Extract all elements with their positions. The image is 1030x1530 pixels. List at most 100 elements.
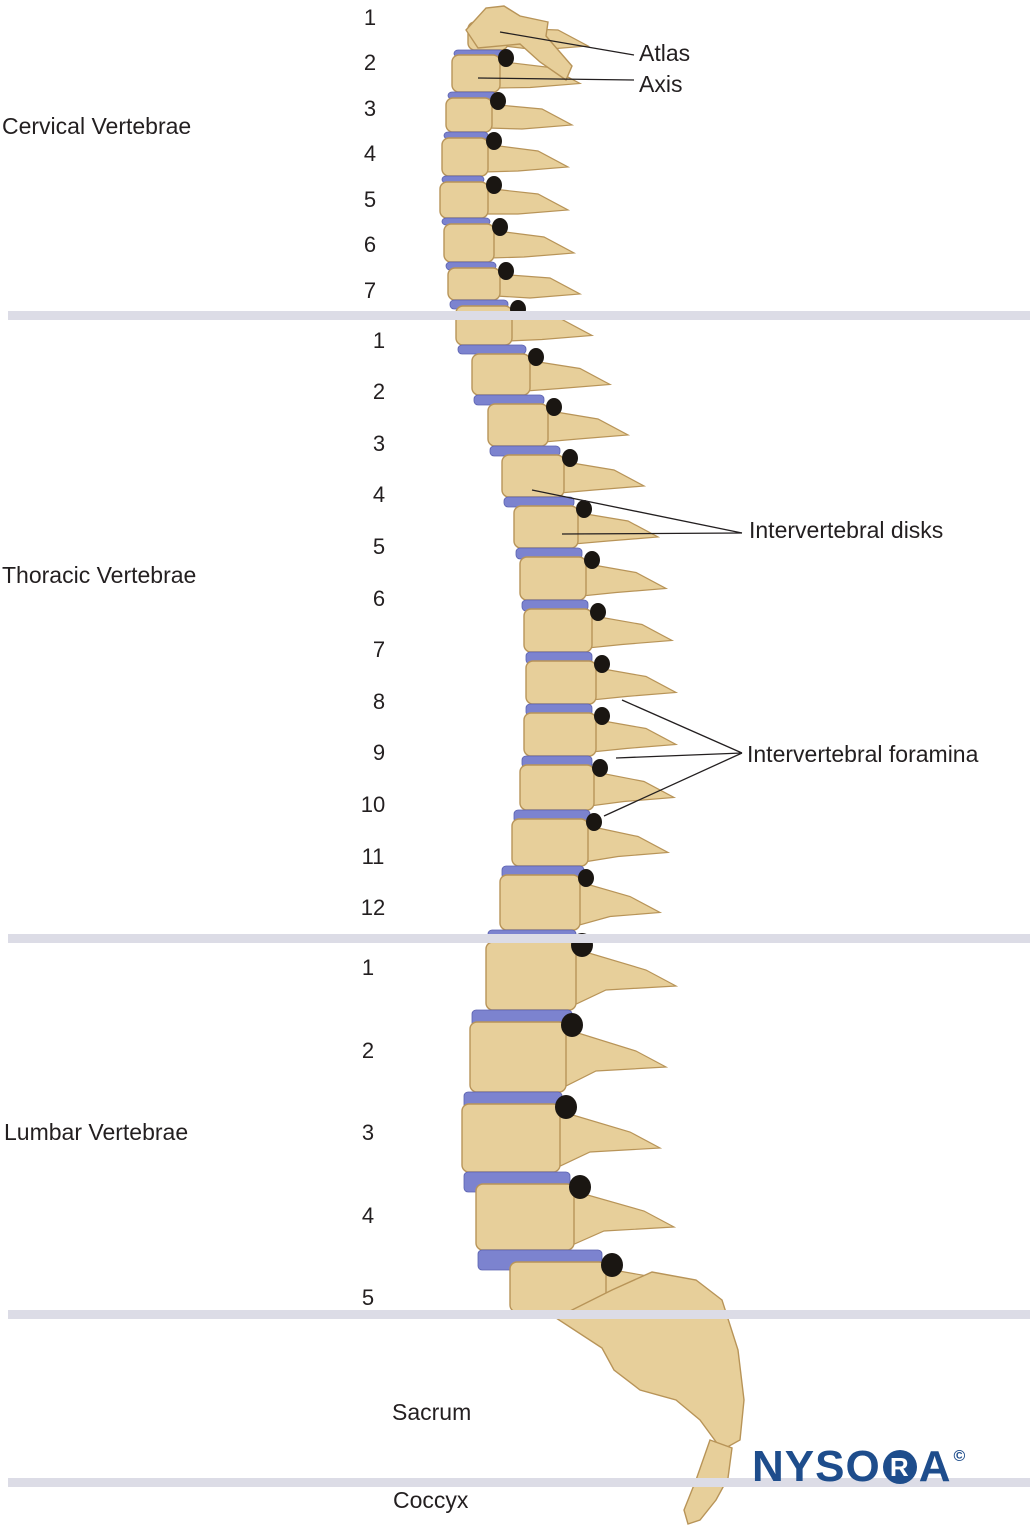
vertebral-body (445, 97, 493, 133)
vertebral-body (471, 353, 531, 396)
cervical-number: 5 (363, 187, 377, 212)
cervical-number: 1 (363, 5, 377, 30)
vertebral-body (451, 54, 501, 93)
intervertebral-foramen (601, 1253, 623, 1277)
intervertebral-foramen (594, 707, 610, 725)
foramina-leader-line (621, 699, 743, 754)
vertebral-body (443, 223, 495, 263)
vertebral-column (439, 5, 745, 1525)
intervertebral-foramen (555, 1095, 577, 1119)
vertebral-body (513, 505, 579, 549)
vertebral-body (525, 660, 597, 705)
logo-ring-letter: R (882, 1450, 917, 1484)
vertebral-body (441, 137, 489, 177)
leader-lines (477, 31, 743, 817)
vertebral-body (475, 1183, 575, 1251)
coccyx-label: Coccyx (393, 1487, 469, 1513)
lumbar-number: 5 (361, 1285, 375, 1310)
intervertebral-foramen (490, 92, 506, 110)
thoracic-number: 3 (372, 431, 386, 456)
foramina-leader-line (603, 752, 743, 817)
lumbar-label: Lumbar Vertebrae (4, 1119, 189, 1145)
cervical-number: 4 (363, 141, 377, 166)
lumbar-number: 1 (361, 955, 375, 980)
logo-text-end: A (918, 1442, 952, 1491)
cervical-thoracic-divider (8, 311, 1030, 320)
intervertebral-foramen (569, 1175, 591, 1199)
sacrum-coccyx-divider (8, 1478, 1030, 1487)
spinous-process (555, 1109, 663, 1169)
intervertebral-foramen (592, 759, 608, 777)
vertebral-body (523, 608, 593, 653)
thoracic-number: 6 (372, 586, 386, 611)
vertebral-body (485, 941, 577, 1011)
lumbar-sacrum-divider (8, 1310, 1030, 1319)
intervertebral-foramen (594, 655, 610, 673)
copyright-mark: © (953, 1448, 967, 1465)
vertebral-body (447, 267, 501, 301)
vertebral-body (469, 1021, 567, 1093)
intervertebral-foramen (498, 262, 514, 280)
lumbar-number: 4 (361, 1203, 375, 1228)
thoracic-number: 9 (372, 740, 386, 765)
vertebral-body (461, 1103, 561, 1173)
cervical-label: Cervical Vertebrae (2, 113, 192, 139)
vertebral-body (523, 712, 597, 757)
vertebral-body (499, 874, 581, 931)
spinous-process (583, 824, 671, 863)
intervertebral-foramen (590, 603, 606, 621)
vertebral-body (487, 403, 549, 447)
vertebral-body (511, 818, 589, 867)
intervertebral-foramen (528, 348, 544, 366)
atlas-vertebra (465, 5, 573, 82)
axis-label: Axis (639, 71, 683, 97)
thoracic-label: Thoracic Vertebrae (2, 562, 197, 588)
thoracic-number: 4 (372, 482, 386, 507)
atlas-leader-line (499, 31, 635, 56)
thoracic-number: 10 (360, 792, 386, 817)
lumbar-number: 3 (361, 1120, 375, 1145)
vertebral-body (519, 764, 595, 811)
sacrum-label: Sacrum (392, 1399, 472, 1425)
thoracic-number: 12 (360, 895, 386, 920)
spinous-process (561, 1027, 669, 1089)
cervical-number: 2 (363, 50, 377, 75)
intervertebral-foramen (492, 218, 508, 236)
thoracic-number: 7 (372, 637, 386, 662)
cervical-number: 3 (363, 96, 377, 121)
intervertebral-foramen (578, 869, 594, 887)
thoracic-lumbar-divider (8, 934, 1030, 943)
intervertebral-foramen (498, 49, 514, 67)
spinous-process (571, 947, 679, 1007)
intervertebral-foramen (486, 132, 502, 150)
intervertebral-foramen (561, 1013, 583, 1037)
intervertebral-foramen (576, 500, 592, 518)
vertebral-body (439, 181, 489, 219)
intervertebral-foramen (562, 449, 578, 467)
cervical-number: 6 (363, 232, 377, 257)
foramina-leader-line (615, 752, 743, 759)
lumbar-number: 2 (361, 1038, 375, 1063)
disks-leader-line (531, 489, 743, 534)
disks-leader-line (561, 532, 743, 535)
thoracic-number: 11 (361, 844, 385, 869)
atlas-label: Atlas (639, 40, 691, 66)
spinous-process (569, 1189, 677, 1247)
thoracic-number: 5 (372, 534, 386, 559)
intervertebral-foramen (546, 398, 562, 416)
axis-leader-line (477, 77, 635, 81)
intervertebral-disk (457, 344, 527, 355)
intervertebral-disks-label: Intervertebral disks (749, 517, 944, 543)
thoracic-number: 1 (372, 328, 386, 353)
cervical-number: 7 (363, 278, 377, 303)
intervertebral-foramina-label: Intervertebral foramina (747, 741, 979, 767)
intervertebral-foramen (586, 813, 602, 831)
intervertebral-foramen (584, 551, 600, 569)
spinous-process (575, 880, 663, 927)
thoracic-number: 8 (372, 689, 386, 714)
thoracic-number: 2 (372, 379, 386, 404)
intervertebral-foramen (486, 176, 502, 194)
